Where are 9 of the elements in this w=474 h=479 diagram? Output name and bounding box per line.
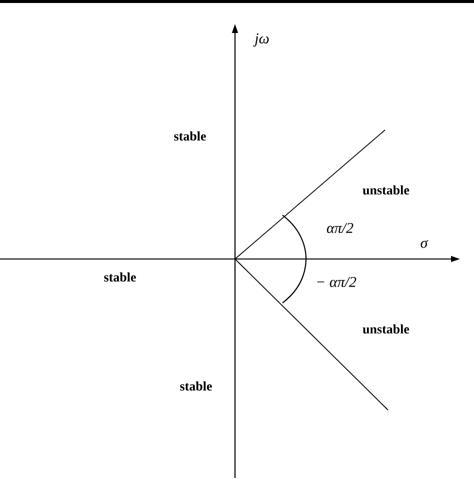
axis-label: jω [253, 33, 269, 47]
region-label: unstable [362, 324, 410, 334]
axis-label: απ/2 [326, 222, 354, 234]
axis-label: σ [420, 240, 428, 248]
region-label: stable [104, 272, 136, 282]
region-label: stable [174, 131, 206, 141]
axis-label: − απ/2 [317, 276, 356, 288]
region-label: unstable [362, 185, 410, 195]
region-label: stable [180, 381, 212, 391]
